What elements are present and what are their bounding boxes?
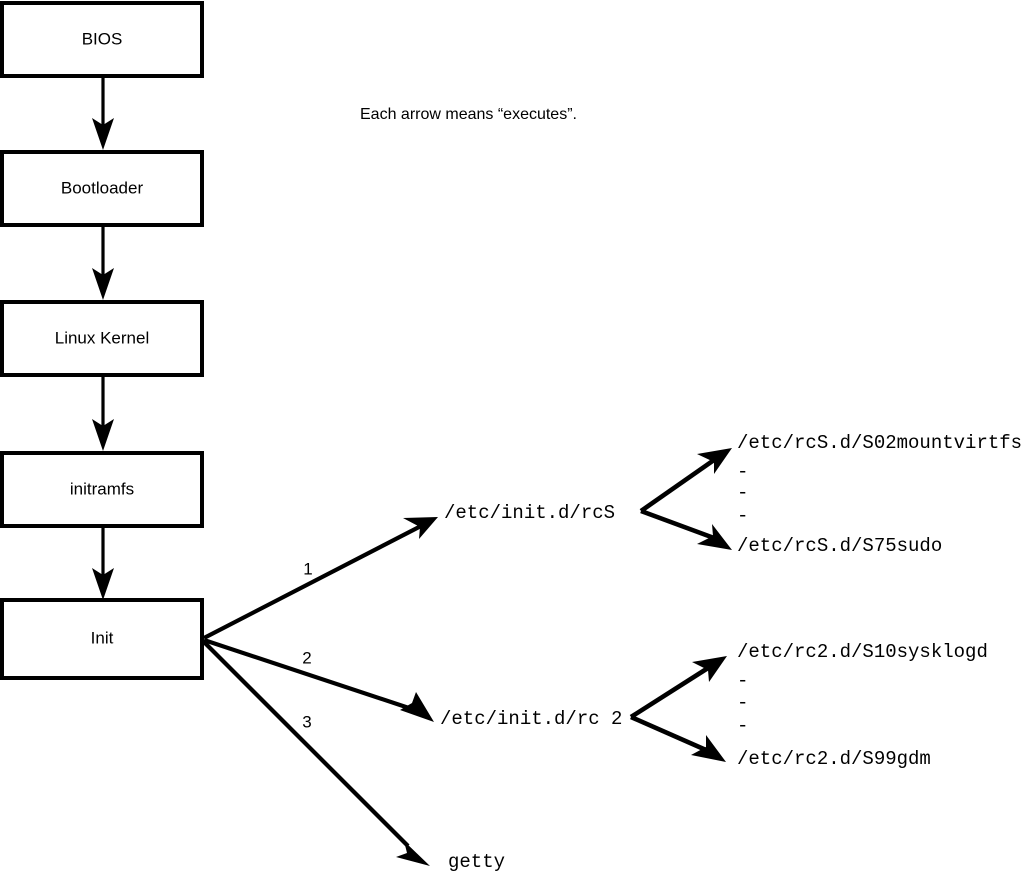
- box-linux-kernel-rect: [0, 300, 204, 377]
- box-bootloader: Bootloader: [0, 150, 204, 227]
- label-rcs-ellipsis-1: -: [737, 461, 748, 483]
- arrow-shaft: [203, 638, 413, 711]
- diagram-caption: Each arrow means “executes”.: [360, 106, 577, 123]
- label-rcs-ellipsis-2: -: [737, 482, 748, 504]
- arrow-shaft: [203, 524, 422, 640]
- label-getty: getty: [448, 851, 505, 873]
- arrow-shaft: [640, 508, 715, 541]
- label-rc2-ellipsis-1: -: [737, 670, 748, 692]
- box-bootloader-label: Bootloader: [61, 178, 144, 197]
- arrow-bootloader-to-kernel: [92, 225, 114, 300]
- box-linux-kernel: Linux Kernel: [0, 300, 204, 377]
- arrow-head: [92, 568, 114, 600]
- branch-number-1: 1: [303, 559, 312, 578]
- box-initramfs: initramfs: [0, 451, 204, 528]
- box-bios-label: BIOS: [82, 29, 123, 48]
- box-init: Init: [0, 598, 204, 680]
- label-rcs-first-script: /etc/rcS.d/S02mountvirtfs: [737, 432, 1022, 454]
- arrow-bios-to-bootloader: [92, 76, 114, 150]
- arrow-head: [92, 419, 114, 451]
- box-init-rect: [0, 598, 204, 680]
- branch-1-arrow: [203, 517, 438, 640]
- arrow-head: [403, 517, 438, 539]
- label-rcs-ellipsis-3: -: [737, 505, 748, 527]
- arrow-head: [692, 656, 727, 682]
- box-initramfs-label: initramfs: [70, 479, 134, 498]
- branch-3-arrow: [202, 640, 430, 866]
- label-rcs-last-script: /etc/rcS.d/S75sudo: [737, 535, 942, 557]
- label-rc2-first-script: /etc/rc2.d/S10sysklogd: [737, 641, 988, 663]
- box-bios-rect: [0, 1, 204, 78]
- fork-rcs-lower-arrow: [640, 508, 732, 550]
- arrow-head: [691, 735, 726, 762]
- fork-rc2-upper-arrow: [629, 656, 727, 719]
- branch-2-arrow: [203, 638, 434, 722]
- arrow-head: [697, 524, 732, 550]
- arrow-shaft: [630, 714, 707, 753]
- arrow-shaft: [639, 458, 716, 513]
- label-rc2-last-script: /etc/rc2.d/S99gdm: [737, 748, 931, 770]
- branch-number-2: 2: [302, 648, 311, 667]
- arrow-initramfs-to-init: [92, 526, 114, 600]
- box-bootloader-rect: [0, 150, 204, 227]
- arrow-shaft: [629, 666, 710, 719]
- arrow-kernel-to-initramfs: [92, 375, 114, 451]
- label-rc2-ellipsis-2: -: [737, 692, 748, 714]
- box-bios: BIOS: [0, 1, 204, 78]
- arrow-head: [92, 118, 114, 150]
- label-init-d-rcs: /etc/init.d/rcS: [444, 502, 615, 524]
- arrow-head: [396, 841, 430, 866]
- arrow-head: [400, 692, 434, 722]
- arrow-head: [697, 448, 732, 474]
- label-init-d-rc2: /etc/init.d/rc 2: [440, 708, 622, 730]
- box-linux-kernel-label: Linux Kernel: [55, 328, 150, 347]
- label-rc2-ellipsis-3: -: [737, 715, 748, 737]
- arrow-head: [92, 268, 114, 300]
- fork-rc2-lower-arrow: [630, 714, 726, 762]
- fork-rcs-upper-arrow: [639, 448, 732, 513]
- branch-number-3: 3: [302, 712, 311, 731]
- box-init-label: Init: [91, 628, 114, 647]
- arrow-shaft: [202, 640, 410, 848]
